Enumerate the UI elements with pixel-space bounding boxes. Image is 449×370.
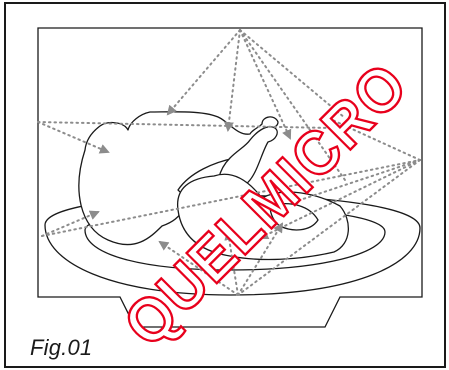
chicken-body (78, 111, 279, 246)
ray-left-1 (37, 121, 331, 129)
chicken-wing (269, 203, 319, 231)
ray-right-4 (237, 159, 421, 296)
figure-caption: Fig.01 (30, 335, 93, 360)
oven-cavity-outline (37, 27, 423, 328)
ray-right-1 (327, 117, 421, 161)
ray-bottom-1 (158, 240, 239, 296)
ray-right-2 (299, 159, 421, 201)
ray-left-3 (41, 210, 100, 237)
ray-bottom-2 (224, 230, 239, 296)
ray-top-left-2 (223, 29, 241, 132)
ray-top-left-1 (166, 29, 241, 116)
figure-border (4, 2, 446, 368)
roast-chicken (78, 111, 349, 261)
chicken-front (177, 173, 349, 261)
ray-right-3 (258, 159, 421, 239)
microwave-rays (37, 29, 421, 296)
ray-top-right-3 (239, 29, 346, 119)
ray-left-4 (41, 159, 421, 237)
ray-left-2 (37, 121, 110, 154)
ray-top-right-1 (239, 29, 292, 140)
